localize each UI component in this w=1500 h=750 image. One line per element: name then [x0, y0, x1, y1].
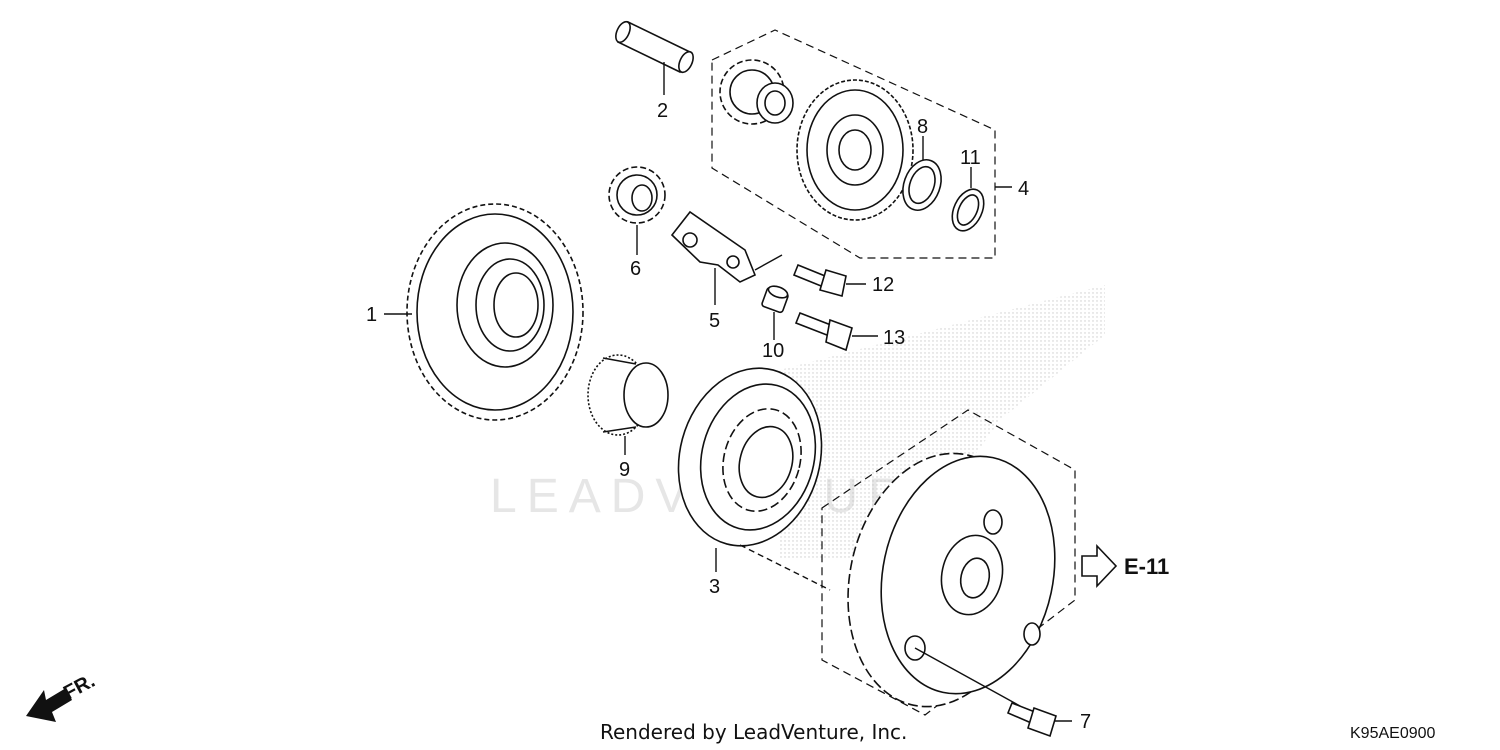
callout-6[interactable]: 6	[630, 258, 641, 280]
callout-5[interactable]: 5	[709, 310, 720, 332]
circlip-part-11	[951, 188, 985, 232]
one-way-clutch-part-3	[677, 367, 823, 547]
front-direction-arrow-icon	[26, 688, 72, 722]
callout-13[interactable]: 13	[883, 327, 905, 349]
callout-10[interactable]: 10	[762, 340, 784, 362]
pin-part-2	[615, 20, 694, 74]
starter-idle-gear	[719, 59, 794, 125]
callout-12[interactable]: 12	[872, 274, 894, 296]
leader-3b	[739, 544, 831, 591]
footer-credit: Rendered by LeadVenture, Inc.	[600, 720, 907, 744]
callout-2[interactable]: 2	[657, 100, 668, 122]
dowel-part-10	[761, 285, 789, 314]
gear-part-6	[608, 166, 666, 224]
reference-arrow-icon[interactable]	[1081, 543, 1118, 589]
callout-11[interactable]: 11	[960, 147, 981, 169]
assembly-box-4	[711, 29, 996, 259]
bolt-part-13	[794, 311, 853, 352]
callout-7[interactable]: 7	[1080, 711, 1091, 733]
callout-1[interactable]: 1	[366, 304, 377, 326]
callout-3[interactable]: 3	[709, 576, 720, 598]
needle-bearing-part-9	[587, 354, 669, 436]
reference-label[interactable]: E-11	[1124, 554, 1169, 579]
bolt-part-7	[1006, 701, 1057, 738]
leader-5b	[754, 254, 783, 271]
clutch-outer-housing	[847, 452, 1056, 708]
sprocket-part-1	[406, 203, 584, 421]
callout-9[interactable]: 9	[619, 459, 630, 481]
leader-7b	[914, 647, 1021, 707]
assembly-box-7	[821, 409, 1076, 716]
shading-band	[780, 285, 1105, 560]
washer-part-8	[902, 159, 942, 211]
callout-4[interactable]: 4	[1018, 178, 1029, 200]
bolt-part-12	[792, 263, 847, 297]
reduction-gear	[796, 79, 914, 221]
callout-8[interactable]: 8	[917, 116, 928, 138]
bracket-part-5	[670, 210, 757, 283]
diagram-code: K95AE0900	[1350, 725, 1436, 742]
